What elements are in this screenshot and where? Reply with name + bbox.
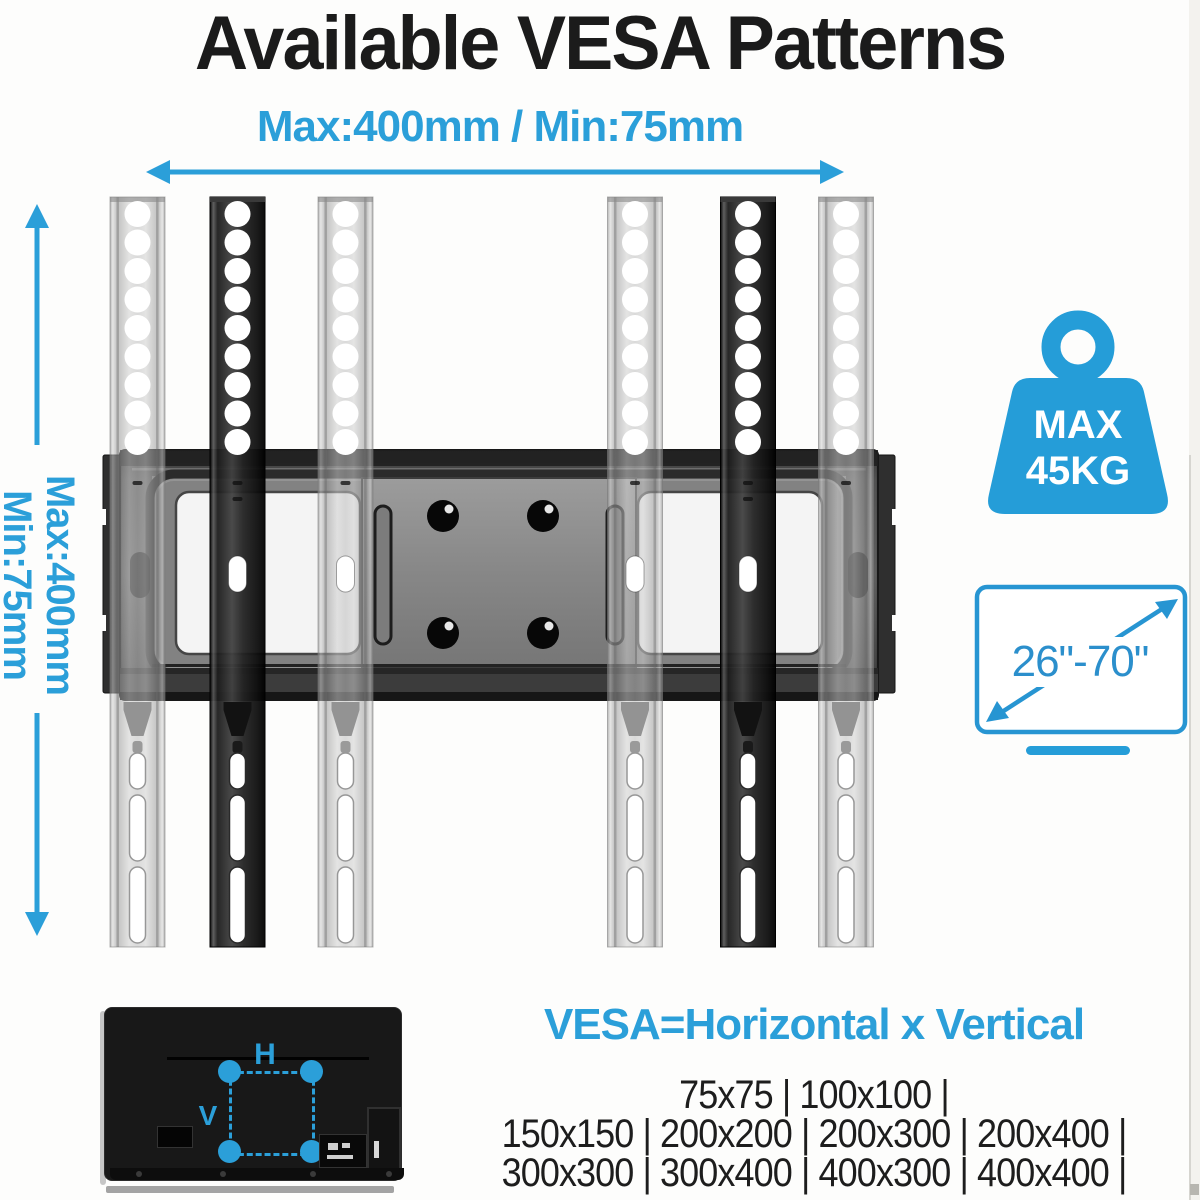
tv-bottom-strip [110,1168,404,1180]
tv-back-illustration: H V [100,1007,404,1193]
weight-badge-label: MAX 45KG [998,402,1158,494]
vertical-dimension-min: Min:75mm [0,490,39,680]
right-edge-chip [1190,1184,1199,1195]
horizontal-dimension-label: Max:400mm / Min:75mm [256,102,744,151]
page-title: Available VESA Patterns [194,1,1007,86]
vesa-corner-dot [300,1140,323,1163]
vesa-formula: VESA=Horizontal x Vertical [543,1000,1085,1049]
tv-connector-panel [319,1134,367,1168]
vesa-pattern-line: 75x75 | 100x100 | [679,1073,950,1117]
tv-back-seam [167,1057,369,1060]
weight-icon [988,310,1168,514]
tv-body: H V [104,1007,404,1181]
vesa-pattern-line: 300x300 | 300x400 | 400x300 | 400x400 | [501,1151,1128,1195]
vertical-dimension-arrow-icon [25,204,49,936]
weight-badge-max: MAX [1033,403,1123,447]
tv-side-panel [367,1107,401,1173]
tv-port-panel [157,1126,193,1148]
right-edge-line [1189,455,1191,1200]
horizontal-dimension-arrow-icon [146,160,844,184]
screen-size-label: 26"-70" [992,637,1168,687]
vesa-vertical-label: V [198,1100,218,1131]
tv-stand-bar [1026,746,1130,755]
vesa-pattern-line: 150x150 | 200x200 | 200x300 | 200x400 | [501,1112,1128,1156]
mount-rails-illustration [109,196,875,948]
vertical-dimension-label: Max:400mm Min:75mm [0,435,82,735]
vesa-pattern-list: 75x75 | 100x100 | 150x150 | 200x200 | 20… [467,1073,1162,1195]
vesa-corner-dot [218,1140,241,1163]
weight-badge-value: 45KG [1025,449,1131,493]
vesa-corner-dot [300,1060,323,1083]
tv-base-strip [106,1186,394,1193]
vertical-dimension-max: Max:400mm [38,474,82,695]
vesa-square-icon [229,1071,315,1156]
vesa-bolts [427,500,559,649]
tv-left-edge [100,1011,106,1185]
vesa-corner-dot [218,1060,241,1083]
vesa-horizontal-label: H [254,1038,276,1071]
right-edge-band [1189,0,1200,1200]
